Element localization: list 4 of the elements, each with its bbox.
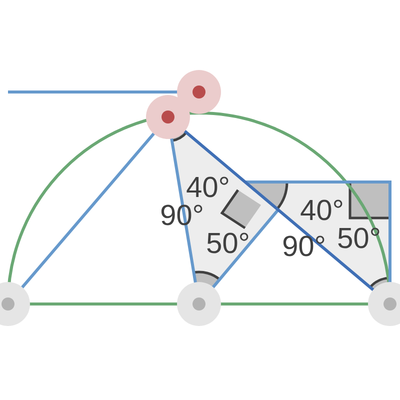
angle-label: 50°	[207, 232, 248, 254]
angle-label: 90°	[283, 236, 324, 256]
angle-label: 40°	[300, 200, 342, 220]
angle-label: 40°	[186, 176, 228, 198]
